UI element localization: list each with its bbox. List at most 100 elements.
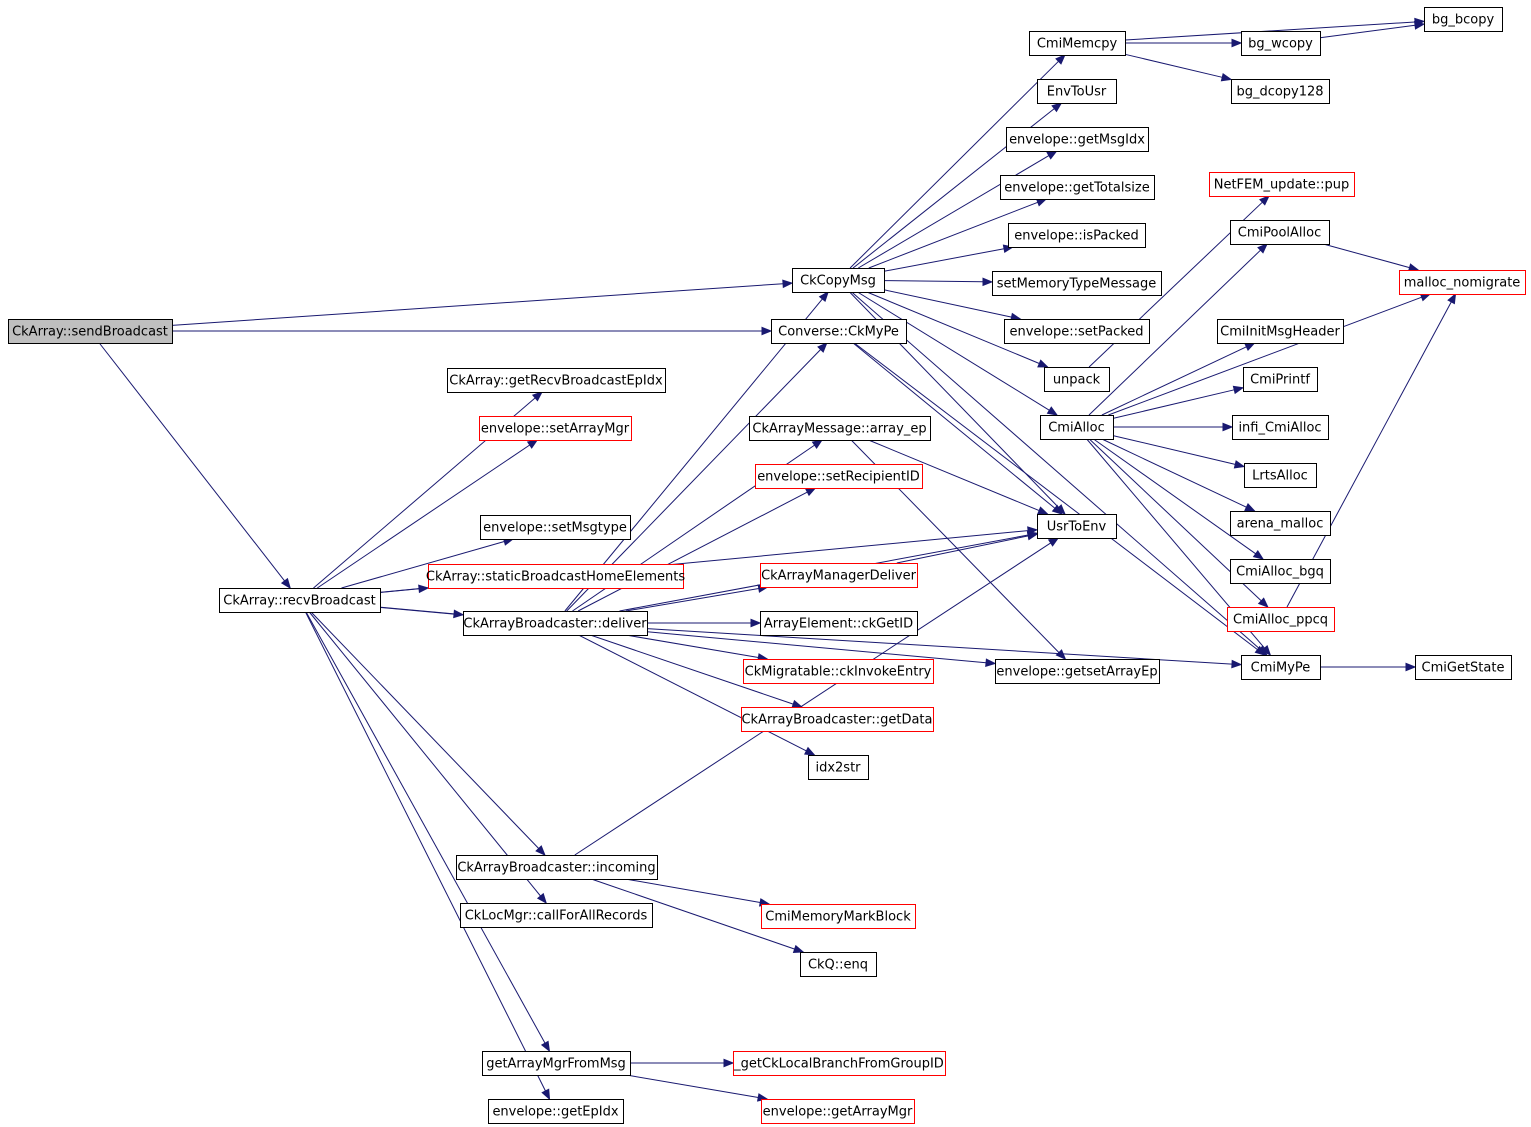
function-node-cmialloc-bgq[interactable]: CmiAlloc_bgq bbox=[1230, 559, 1331, 584]
function-node-getsetarrayep[interactable]: envelope::getsetArrayEp bbox=[995, 659, 1160, 684]
function-node-bg-wcopy[interactable]: bg_wcopy bbox=[1241, 31, 1321, 56]
call-edge bbox=[310, 611, 546, 856]
function-node-recvbroadcast[interactable]: CkArray::recvBroadcast bbox=[219, 588, 381, 613]
function-node-sendbroadcast[interactable]: CkArray::sendBroadcast bbox=[8, 319, 173, 344]
call-edge bbox=[1323, 243, 1420, 272]
node-box bbox=[480, 515, 631, 540]
function-node-ckcopymsg[interactable]: CkCopyMsg bbox=[792, 268, 885, 293]
function-node-setmemorytypemessage[interactable]: setMemoryTypeMessage bbox=[992, 271, 1162, 296]
function-node-getcklocalbranch[interactable]: _getCkLocalBranchFromGroupID bbox=[733, 1051, 946, 1076]
node-box bbox=[1232, 415, 1329, 440]
function-node-getrecvbroadcastepidx[interactable]: CkArray::getRecvBroadcastEpIdx bbox=[447, 368, 666, 393]
call-edge bbox=[1101, 342, 1256, 416]
function-node-ckarraymanagerdeliver[interactable]: CkArrayManagerDeliver bbox=[760, 563, 918, 588]
edge-arrowhead bbox=[761, 326, 773, 336]
edge-arrowhead bbox=[526, 439, 539, 449]
function-node-setmsgtype[interactable]: envelope::setMsgtype bbox=[480, 515, 631, 540]
node-label: envelope::getEpIdx bbox=[492, 1105, 618, 1120]
function-node-array-ep[interactable]: CkArrayMessage::array_ep bbox=[749, 416, 931, 441]
edge-line bbox=[379, 588, 420, 593]
function-node-cmimype[interactable]: CmiMyPe bbox=[1241, 655, 1321, 680]
function-node-ckinvokeentry[interactable]: CkMigratable::ckInvokeEntry bbox=[743, 659, 934, 684]
call-edge bbox=[1093, 438, 1265, 560]
function-node-idx2str[interactable]: idx2str bbox=[808, 755, 869, 780]
node-box bbox=[743, 659, 934, 684]
function-node-cmimemorymarkblock[interactable]: CmiMemoryMarkBlock bbox=[761, 904, 916, 929]
node-label: CkArray::staticBroadcastHomeElements bbox=[426, 570, 685, 585]
function-node-getepidx[interactable]: envelope::getEpIdx bbox=[488, 1099, 624, 1124]
call-edge bbox=[630, 1058, 735, 1068]
edge-line bbox=[1108, 296, 1422, 416]
function-node-callforallrecords[interactable]: CkLocMgr::callForAllRecords bbox=[460, 903, 653, 928]
function-node-staticbroadcasthomeelements[interactable]: CkArray::staticBroadcastHomeElements bbox=[426, 564, 685, 589]
function-node-infi-cmialloc[interactable]: infi_CmiAlloc bbox=[1232, 415, 1329, 440]
function-node-arena-malloc[interactable]: arena_malloc bbox=[1230, 511, 1331, 536]
call-edge bbox=[172, 326, 773, 336]
function-node-ckgetid[interactable]: ArrayElement::ckGetID bbox=[760, 611, 918, 636]
node-box bbox=[800, 952, 877, 977]
function-node-setarraymgr[interactable]: envelope::setArrayMgr bbox=[479, 416, 632, 441]
call-edge bbox=[852, 342, 1063, 515]
edge-line bbox=[317, 444, 530, 589]
function-node-bg-dcopy128[interactable]: bg_dcopy128 bbox=[1231, 79, 1330, 104]
function-node-ckmype[interactable]: Converse::CkMyPe bbox=[771, 319, 907, 344]
edge-arrowhead bbox=[540, 1040, 551, 1053]
node-box bbox=[463, 611, 648, 636]
function-node-setrecipientid[interactable]: envelope::setRecipientID bbox=[755, 464, 923, 489]
node-label: envelope::isPacked bbox=[1014, 229, 1139, 244]
node-label: CmiMemcpy bbox=[1037, 37, 1118, 52]
function-node-ispacked[interactable]: envelope::isPacked bbox=[1008, 223, 1146, 248]
node-label: LrtsAlloc bbox=[1252, 469, 1308, 484]
edge-arrowhead bbox=[541, 1088, 551, 1101]
edge-line bbox=[866, 291, 1040, 364]
function-node-incoming[interactable]: CkArrayBroadcaster::incoming bbox=[456, 855, 658, 880]
call-edge bbox=[1124, 53, 1233, 82]
node-label: unpack bbox=[1053, 373, 1101, 388]
node-box bbox=[1231, 79, 1330, 104]
node-label: envelope::getsetArrayEp bbox=[996, 665, 1157, 680]
function-node-cmigetstate[interactable]: CmiGetState bbox=[1415, 655, 1512, 680]
function-node-netfem[interactable]: NetFEM_update::pup bbox=[1209, 172, 1355, 197]
function-node-deliver[interactable]: CkArrayBroadcaster::deliver bbox=[463, 611, 648, 636]
node-box bbox=[792, 268, 885, 293]
function-node-setpacked[interactable]: envelope::setPacked bbox=[1004, 319, 1150, 344]
edge-line bbox=[852, 342, 1056, 509]
node-box bbox=[488, 1099, 624, 1124]
function-node-cmialloc[interactable]: CmiAlloc bbox=[1040, 415, 1114, 440]
edge-line bbox=[858, 155, 1050, 269]
edge-arrowhead bbox=[1046, 406, 1059, 416]
function-node-cmimemcpy[interactable]: CmiMemcpy bbox=[1029, 31, 1126, 56]
edge-arrowhead bbox=[1233, 460, 1246, 469]
node-box bbox=[761, 904, 916, 929]
edge-line bbox=[1088, 249, 1261, 416]
function-node-cmialloc-ppcq[interactable]: CmiAlloc_ppcq bbox=[1227, 607, 1335, 632]
function-node-cmiinitmsgheader[interactable]: CmiInitMsgHeader bbox=[1217, 319, 1344, 344]
function-node-getarraymgr[interactable]: envelope::getArrayMgr bbox=[761, 1099, 915, 1124]
call-edge bbox=[379, 584, 430, 594]
call-edge bbox=[308, 611, 548, 905]
function-node-bg-bcopy[interactable]: bg_bcopy bbox=[1424, 7, 1503, 32]
node-box bbox=[992, 271, 1162, 296]
node-box bbox=[447, 368, 666, 393]
function-node-cmiprintf[interactable]: CmiPrintf bbox=[1243, 367, 1318, 392]
node-box bbox=[1415, 655, 1512, 680]
function-node-ckq-enq[interactable]: CkQ::enq bbox=[800, 952, 877, 977]
edge-arrowhead bbox=[1037, 506, 1049, 515]
function-node-envtousr[interactable]: EnvToUsr bbox=[1037, 79, 1117, 104]
node-label: bg_dcopy128 bbox=[1236, 85, 1323, 100]
edge-arrowhead bbox=[1414, 21, 1426, 30]
edge-arrowhead bbox=[1244, 342, 1256, 351]
node-box bbox=[482, 1051, 631, 1076]
function-node-cmipoolalloc[interactable]: CmiPoolAlloc bbox=[1230, 220, 1330, 245]
function-node-unpack[interactable]: unpack bbox=[1044, 367, 1110, 392]
call-edge bbox=[857, 291, 1059, 416]
function-node-getarraymgrfrommsg[interactable]: getArrayMgrFromMsg bbox=[482, 1051, 631, 1076]
function-node-getmsgidx[interactable]: envelope::getMsgIdx bbox=[1006, 127, 1149, 152]
function-node-malloc-nomigrate[interactable]: malloc_nomigrate bbox=[1399, 270, 1526, 295]
function-node-lrtsalloc[interactable]: LrtsAlloc bbox=[1244, 463, 1317, 488]
edge-arrowhead bbox=[1244, 503, 1256, 512]
function-node-gettotalsize[interactable]: envelope::getTotalsize bbox=[1000, 175, 1155, 200]
function-node-usrtoenv[interactable]: UsrToEnv bbox=[1037, 514, 1117, 539]
function-node-getdata[interactable]: CkArrayBroadcaster::getData bbox=[741, 707, 934, 732]
edge-arrowhead bbox=[1260, 644, 1272, 657]
